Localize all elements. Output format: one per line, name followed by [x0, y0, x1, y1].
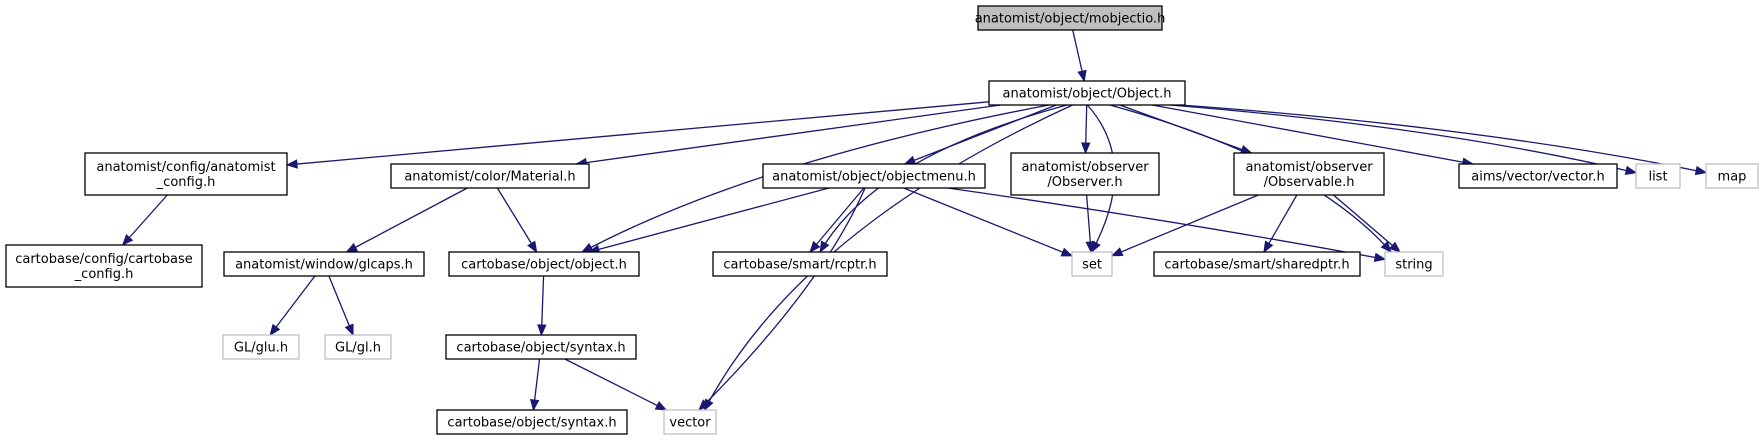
node-label: cartobase/smart/sharedptr.h	[1164, 258, 1349, 273]
node-label: /Observer.h	[1047, 175, 1122, 190]
edge-objectmenu-to-string	[947, 187, 1387, 263]
node-objectmenu[interactable]: anatomist/object/objectmenu.h	[762, 163, 986, 189]
node-gl: GL/gl.h	[324, 334, 392, 360]
node-label: set	[1082, 258, 1102, 273]
edge-observable-to-set	[1110, 194, 1259, 257]
node-glu: GL/glu.h	[222, 334, 300, 360]
edge-material-to-glcaps	[345, 187, 468, 253]
node-label: anatomist/observer	[1021, 160, 1149, 175]
edge-objectmenu-to-rcptr	[809, 187, 865, 254]
node-label: /Observable.h	[1264, 175, 1355, 190]
edge-cb_syntax-to-cb_syntax2	[529, 358, 541, 412]
edge-material-to-cb_object	[496, 187, 538, 254]
edge-object_h-to-material	[574, 104, 1001, 168]
node-label: cartobase/smart/rcptr.h	[723, 258, 876, 273]
node-label: anatomist/object/mobjectio.h	[975, 12, 1166, 27]
node-cartobase-config[interactable]: cartobase/config/cartobase_config.h	[5, 244, 203, 288]
node-aims-vector[interactable]: aims/vector/vector.h	[1458, 163, 1618, 189]
edge-mobjectio-to-object_h	[1072, 29, 1087, 83]
node-label: cartobase/config/cartobase	[15, 252, 193, 267]
node-object-h[interactable]: anatomist/object/Object.h	[988, 80, 1186, 106]
node-label: string	[1395, 258, 1432, 273]
edge-glcaps-to-gl	[328, 275, 354, 337]
edge-object_h-to-observer	[1081, 104, 1091, 155]
node-label: anatomist/observer	[1245, 160, 1373, 175]
node-vector: vector	[663, 409, 717, 435]
edge-cb_object-to-cb_syntax	[537, 275, 547, 337]
edge-observer-to-set	[1085, 194, 1095, 254]
node-label: anatomist/object/Object.h	[1003, 87, 1172, 102]
edge-objectmenu-to-vector	[698, 187, 866, 411]
node-list: list	[1635, 163, 1681, 189]
node-string: string	[1384, 251, 1444, 277]
node-anatomist-config[interactable]: anatomist/config/anatomist_config.h	[84, 152, 288, 196]
edge-cb_syntax-to-vector	[564, 358, 668, 411]
node-label: cartobase/object/syntax.h	[456, 341, 625, 356]
node-label: anatomist/color/Material.h	[404, 170, 575, 185]
node-label: _config.h	[156, 175, 216, 190]
node-cb-syntax[interactable]: cartobase/object/syntax.h	[445, 334, 637, 360]
node-label: list	[1648, 170, 1667, 185]
node-label: _config.h	[74, 267, 134, 282]
node-label: vector	[669, 416, 711, 431]
node-glcaps[interactable]: anatomist/window/glcaps.h	[223, 251, 425, 277]
nodes-layer: anatomist/object/mobjectio.h anatomist/ob…	[5, 5, 1759, 435]
node-observable[interactable]: anatomist/observer/Observable.h	[1233, 152, 1385, 196]
node-label: GL/gl.h	[335, 341, 381, 356]
edge-objectmenu-to-set	[903, 187, 1074, 257]
node-cb-syntax2[interactable]: cartobase/object/syntax.h	[436, 409, 628, 435]
edge-observable-to-string	[1333, 194, 1402, 253]
edge-anatomist_config-to-cartobase_config	[121, 194, 168, 247]
node-cb-object[interactable]: cartobase/object/object.h	[448, 251, 640, 277]
node-label: anatomist/object/objectmenu.h	[772, 170, 976, 185]
node-label: cartobase/object/object.h	[461, 258, 627, 273]
node-label: aims/vector/vector.h	[1471, 170, 1604, 185]
edge-object_h-to-anatomist_config	[285, 101, 990, 169]
edge-glcaps-to-glu	[269, 275, 316, 337]
node-label: anatomist/window/glcaps.h	[235, 258, 413, 273]
node-set: set	[1071, 251, 1113, 277]
node-sharedptr[interactable]: cartobase/smart/sharedptr.h	[1153, 251, 1361, 277]
node-label: map	[1718, 170, 1747, 185]
edge-object_h-to-map	[1180, 104, 1708, 176]
node-label: anatomist/config/anatomist	[96, 160, 275, 175]
edge-observable-to-sharedptr	[1263, 194, 1298, 254]
edge-object_h-to-list	[1169, 104, 1638, 175]
node-rcptr[interactable]: cartobase/smart/rcptr.h	[712, 251, 888, 277]
node-label: GL/glu.h	[234, 341, 288, 356]
node-label: cartobase/object/syntax.h	[447, 416, 616, 431]
node-material[interactable]: anatomist/color/Material.h	[390, 163, 590, 189]
edge-objectmenu-to-cb_object	[587, 187, 830, 254]
node-map: map	[1705, 163, 1759, 189]
node-mobjectio[interactable]: anatomist/object/mobjectio.h	[975, 5, 1166, 31]
node-observer[interactable]: anatomist/observer/Observer.h	[1010, 152, 1160, 196]
